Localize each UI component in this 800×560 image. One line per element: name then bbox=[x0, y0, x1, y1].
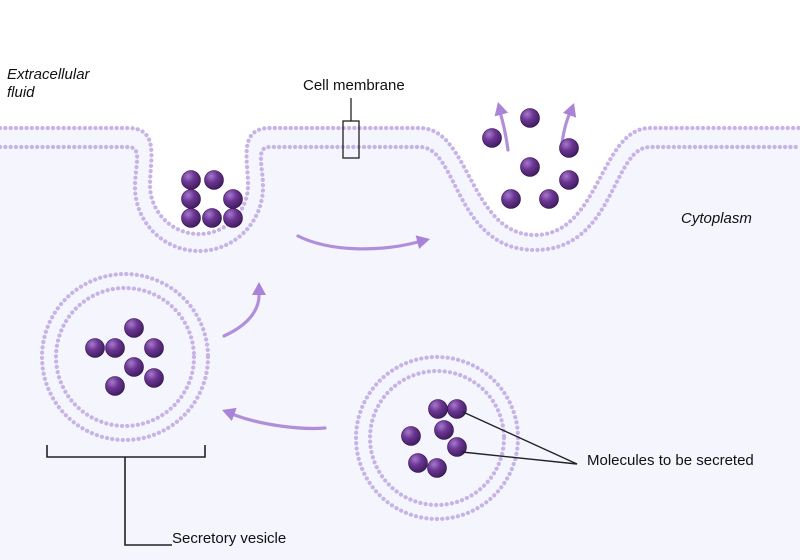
extracellular-label-line2: fluid bbox=[7, 84, 35, 101]
arrow-to-left-vesicle bbox=[222, 407, 327, 430]
molecule bbox=[181, 189, 201, 209]
molecule bbox=[447, 437, 467, 457]
molecule bbox=[223, 189, 243, 209]
cell-membrane bbox=[0, 125, 800, 254]
molecule bbox=[144, 368, 164, 388]
vesicle-left bbox=[39, 271, 211, 443]
extracellular-label-line1: Extracellular bbox=[7, 66, 90, 83]
secretory-vesicle-bracket bbox=[46, 445, 206, 546]
molecule bbox=[223, 208, 243, 228]
molecules-label: Molecules to be secreted bbox=[587, 452, 754, 469]
molecule bbox=[434, 420, 454, 440]
molecule bbox=[520, 108, 540, 128]
molecule bbox=[202, 208, 222, 228]
vesicle-rings bbox=[39, 271, 521, 522]
arrow-release-left bbox=[494, 102, 510, 152]
molecule bbox=[559, 138, 579, 158]
molecule bbox=[204, 170, 224, 190]
molecule bbox=[427, 458, 447, 478]
molecule bbox=[428, 399, 448, 419]
molecule bbox=[85, 338, 105, 358]
cell-membrane-label: Cell membrane bbox=[303, 77, 405, 94]
arrow-up-to-membrane bbox=[222, 282, 266, 338]
molecule bbox=[559, 170, 579, 190]
molecule bbox=[447, 399, 467, 419]
molecule bbox=[482, 128, 502, 148]
molecule bbox=[401, 426, 421, 446]
cytoplasm-region bbox=[0, 128, 800, 560]
molecule bbox=[520, 157, 540, 177]
molecule bbox=[501, 189, 521, 209]
membrane-inner-layer bbox=[0, 144, 800, 254]
arrow-to-fusion-site bbox=[296, 234, 430, 251]
molecule bbox=[124, 357, 144, 377]
molecule bbox=[539, 189, 559, 209]
molecule bbox=[408, 453, 428, 473]
extracellular-fluid-label: Extracellular fluid bbox=[7, 66, 90, 102]
membrane-outer-layer bbox=[0, 125, 800, 238]
molecule bbox=[105, 376, 125, 396]
molecule bbox=[181, 170, 201, 190]
cytoplasm-label: Cytoplasm bbox=[681, 210, 752, 227]
molecule bbox=[105, 338, 125, 358]
flow-arrows bbox=[222, 102, 577, 430]
molecules-pointer bbox=[461, 411, 578, 465]
molecule bbox=[144, 338, 164, 358]
molecule bbox=[124, 318, 144, 338]
molecule bbox=[181, 208, 201, 228]
vesicle-right bbox=[353, 354, 521, 522]
secretory-vesicle-label: Secretory vesicle bbox=[172, 530, 287, 547]
molecules bbox=[85, 108, 579, 478]
